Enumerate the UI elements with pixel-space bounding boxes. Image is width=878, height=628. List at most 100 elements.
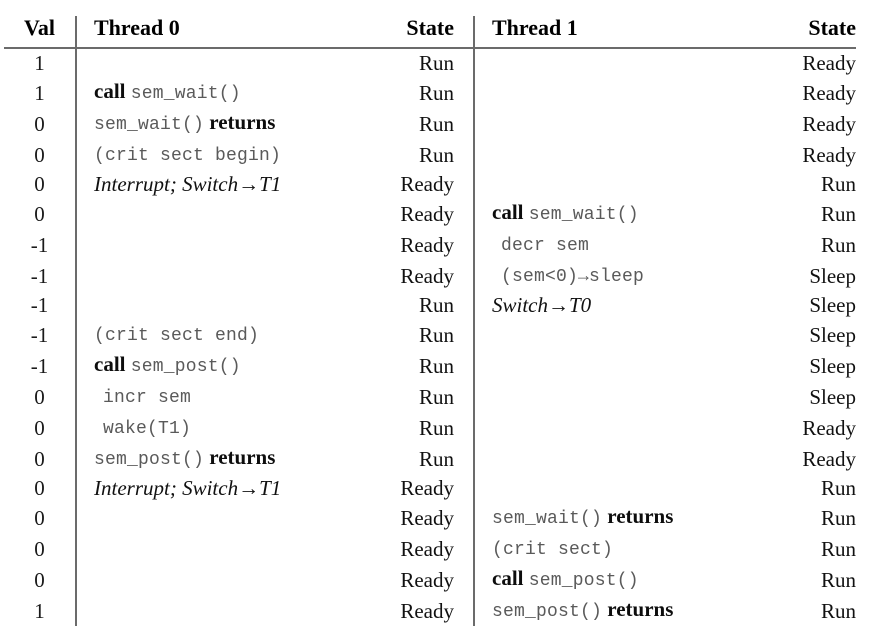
table-row: 1 call sem_wait() Run Ready [4, 77, 856, 109]
label-text: returns [602, 504, 674, 529]
cell-thread-1-state: Run [820, 567, 856, 592]
cell-thread-0-state: Run [418, 51, 454, 76]
cell-thread-0-action: Interrupt; Switch→T1 [75, 170, 376, 199]
cell-semaphore-value: 0 [34, 142, 45, 167]
cell-thread-0-state: Run [418, 322, 454, 347]
cell-semaphore-value: 1 [34, 80, 45, 105]
label-text: call [94, 352, 131, 377]
cell-semaphore-value: -1 [30, 232, 49, 257]
event-text: Interrupt; Switch→T1 [94, 476, 282, 501]
cell-thread-0-state: Ready [400, 505, 454, 530]
cell-thread-1-action [473, 412, 764, 444]
cell-semaphore-value: -1 [30, 293, 49, 318]
cell-thread-1-state: Sleep [809, 263, 856, 288]
cell-thread-1-action [473, 381, 764, 413]
cell-thread-0-action: call sem_post() [75, 350, 376, 382]
cell-thread-1-state: Sleep [809, 384, 856, 409]
cell-semaphore-value: 0 [34, 172, 45, 197]
code-text: decr sem [501, 236, 590, 257]
column-header-state-0: State [376, 15, 474, 50]
cell-thread-0-state: Ready [400, 598, 454, 623]
column-header-val: Val [4, 15, 76, 50]
cell-thread-0-action: (crit sect begin) [75, 139, 376, 171]
label-text: returns [204, 445, 276, 470]
cell-semaphore-value: 0 [34, 567, 45, 592]
cell-semaphore-value: 0 [34, 536, 45, 561]
table-header: Val Thread 0 State Thread 1 State [4, 15, 856, 50]
cell-thread-1-state: Sleep [809, 293, 856, 318]
cell-thread-1-action [473, 170, 764, 199]
cell-thread-1-state: Ready [802, 415, 856, 440]
cell-thread-0-action [75, 533, 376, 565]
cell-thread-1-action: decr sem [473, 229, 764, 261]
cell-thread-1-action: sem_post() returns [473, 595, 764, 627]
header-row: Val Thread 0 State Thread 1 State [4, 15, 856, 50]
cell-semaphore-value: 1 [34, 598, 45, 623]
column-header-state-1: State [764, 15, 856, 50]
cell-thread-0-action [75, 502, 376, 534]
code-text: (sem<0)→sleep [501, 267, 645, 288]
cell-semaphore-value: 0 [34, 384, 45, 409]
cell-thread-0-state: Run [418, 80, 454, 105]
cell-thread-0-state: Ready [400, 476, 454, 501]
cell-thread-1-state: Ready [802, 111, 856, 136]
cell-thread-1-action [473, 139, 764, 171]
cell-thread-0-action [75, 291, 376, 320]
cell-thread-1-state: Run [820, 536, 856, 561]
cell-thread-0-action [75, 198, 376, 230]
cell-thread-1-state: Ready [802, 446, 856, 471]
event-text: Interrupt; Switch→T1 [94, 172, 282, 197]
cell-semaphore-value: 0 [34, 446, 45, 471]
cell-thread-1-state: Run [820, 505, 856, 530]
cell-thread-0-action: sem_post() returns [75, 443, 376, 475]
cell-thread-1-action: call sem_wait() [473, 198, 764, 230]
code-text: (crit sect end) [94, 326, 260, 347]
cell-thread-0-action: call sem_wait() [75, 77, 376, 109]
cell-thread-0-state: Ready [400, 567, 454, 592]
code-text: sem_wait() [94, 115, 205, 136]
cell-thread-0-action: Interrupt; Switch→T1 [75, 474, 376, 503]
label-text: returns [602, 597, 674, 622]
label-text: returns [204, 110, 276, 135]
cell-thread-0-state: Run [418, 415, 454, 440]
cell-thread-1-action [473, 350, 764, 382]
cell-thread-0-action [75, 48, 376, 78]
cell-thread-0-action: wake(T1) [75, 412, 376, 444]
cell-thread-1-state: Ready [802, 80, 856, 105]
cell-thread-1-action [473, 319, 764, 351]
cell-thread-1-action: (sem<0)→sleep [473, 260, 764, 292]
cell-thread-0-state: Ready [400, 263, 454, 288]
code-text: sem_post() [528, 571, 639, 592]
cell-thread-0-state: Ready [400, 172, 454, 197]
cell-thread-0-action: (crit sect end) [75, 319, 376, 351]
code-text: (crit sect begin) [94, 146, 282, 167]
code-text: wake(T1) [103, 419, 192, 440]
code-text: sem_post() [492, 602, 603, 623]
cell-thread-0-action: incr sem [75, 381, 376, 413]
code-text: sem_post() [130, 357, 241, 378]
cell-thread-1-state: Ready [802, 142, 856, 167]
cell-thread-0-state: Ready [400, 536, 454, 561]
cell-thread-1-state: Ready [802, 51, 856, 76]
cell-thread-0-state: Run [418, 353, 454, 378]
cell-semaphore-value: -1 [30, 322, 49, 347]
cell-semaphore-value: -1 [30, 353, 49, 378]
column-header-thread-1: Thread 1 [473, 15, 764, 50]
cell-thread-1-state: Run [820, 598, 856, 623]
cell-thread-0-action [75, 229, 376, 261]
cell-thread-1-action: Switch→T0 [473, 291, 764, 320]
